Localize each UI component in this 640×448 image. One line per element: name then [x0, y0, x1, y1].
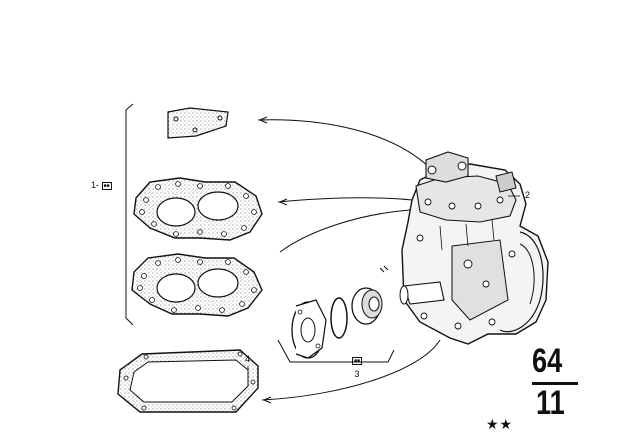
- gasket-group-bracket: [125, 103, 134, 326]
- compressor: [399, 151, 549, 345]
- kit-symbol-icon: ■■: [101, 181, 112, 190]
- callout-1: 1- ■■: [91, 181, 112, 190]
- group-code-major: 64: [532, 342, 563, 380]
- shaft-seal-parts: [291, 265, 389, 359]
- callout-2: 2: [525, 191, 530, 200]
- head-gasket-upper: [133, 177, 263, 241]
- assembly-arrows: [257, 116, 441, 404]
- star-rating-icon: ★★: [486, 416, 514, 432]
- callout-4: 4: [245, 355, 250, 364]
- small-gasket: [167, 107, 229, 139]
- callout-4-number: 4: [245, 354, 251, 364]
- kit-symbol-icon: ■■: [351, 356, 363, 365]
- callout-3: ■■ 3: [350, 356, 364, 379]
- callout-2-number: 2: [525, 190, 531, 200]
- callout-3-number: 3: [354, 369, 360, 379]
- seal-kit-bracket: [277, 339, 395, 363]
- cover-gasket: [117, 349, 259, 413]
- group-code-minor: 11: [536, 384, 565, 422]
- callout-1-number: 1-: [91, 180, 100, 190]
- group-code-divider: [532, 382, 578, 385]
- head-gasket-lower: [131, 253, 263, 317]
